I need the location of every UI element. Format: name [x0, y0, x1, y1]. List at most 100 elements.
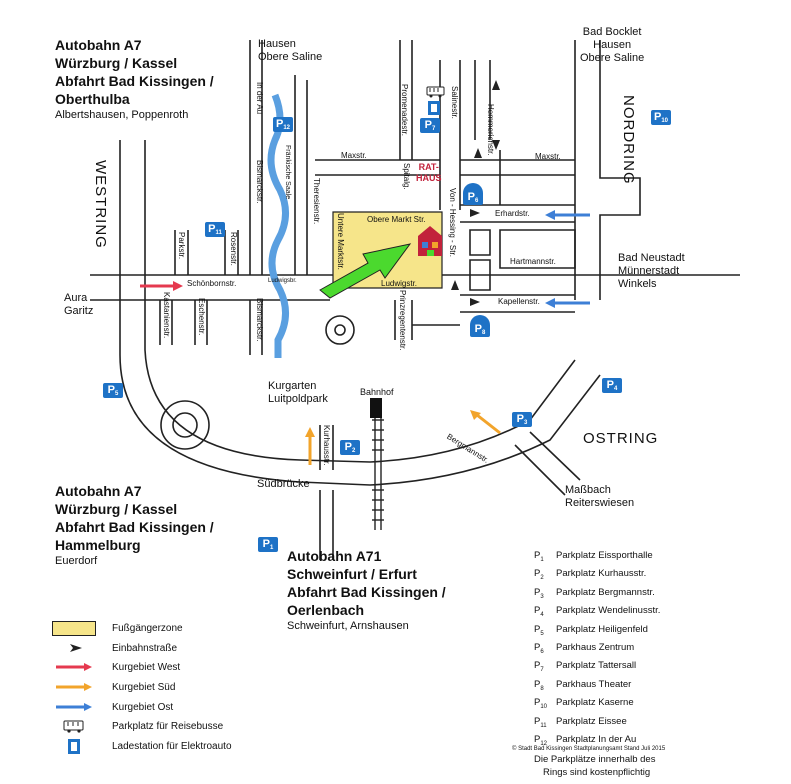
ring-east: OSTRING: [583, 430, 659, 447]
highway-line: Autobahn A71: [287, 548, 382, 564]
parking-letter: P: [424, 119, 432, 131]
parking-number: 6: [475, 198, 479, 204]
ring-west: WESTRING: [92, 160, 109, 249]
parking-list-name: Parkhaus Zentrum: [556, 641, 635, 653]
street-eschenstr: Eschenstr.: [197, 298, 206, 336]
street-saline: Salinestr.: [450, 86, 459, 119]
place-line: Obere Saline: [258, 51, 323, 63]
place-line: Obere Saline: [580, 52, 645, 64]
ev-charging-icon: [428, 101, 440, 115]
parking-list-name: Parkhaus Theater: [556, 678, 632, 690]
parking-letter: P: [344, 441, 352, 453]
credit: © Stadt Bad Kissingen Stadtplanungsamt S…: [512, 746, 666, 752]
street-kapellen: Kapellenstr.: [498, 297, 540, 306]
parking-p1-icon[interactable]: P1: [258, 537, 278, 552]
place-line: Kurgarten: [268, 380, 317, 392]
street-promenade: Promenadestr.: [400, 84, 409, 137]
highway-line: Würzburg / Kassel: [55, 501, 178, 517]
highway-line: Würzburg / Kassel: [55, 55, 178, 71]
bahnhof-building: [370, 398, 382, 418]
parking-list-code: 6: [540, 648, 544, 655]
parking-number: 10: [661, 118, 669, 124]
place-line: Bad Neustadt: [618, 252, 685, 264]
parking-list-name: Parkplatz In der Au: [556, 733, 637, 745]
parking-list-name: Parkplatz Eissee: [556, 715, 627, 727]
parking-p5-icon[interactable]: P5: [103, 383, 123, 398]
street-suedbruecke: Südbrücke: [257, 478, 310, 490]
highway-line: Autobahn A7: [55, 483, 142, 499]
parking-p2-icon[interactable]: P2: [340, 440, 360, 455]
destination-arrow: [319, 243, 412, 299]
kurgebiet-arrows: [140, 210, 590, 465]
legend-item: Kurgebiet Süd: [52, 678, 175, 696]
parking-p7-icon[interactable]: P7: [420, 118, 440, 133]
one-way-arrows: [451, 80, 500, 306]
parking-number: 7: [432, 126, 436, 132]
highway-line: Schweinfurt / Erfurt: [287, 566, 417, 582]
parking-number: 5: [115, 391, 119, 397]
street-bismarck-south: Bismarckstr.: [255, 298, 264, 342]
street-schoenborn: Schönbornstr.: [187, 279, 237, 288]
place-line: Münnerstadt: [618, 265, 680, 277]
parking-list-name: Parkplatz Kurhausstr.: [556, 568, 647, 580]
bus-icon: [426, 86, 445, 98]
parking-p12-icon[interactable]: P12: [273, 117, 293, 132]
legend-item: Parkplatz für Reisebusse: [52, 717, 223, 735]
place-line: Luitpoldpark: [268, 393, 328, 405]
street-erhardstr: Erhardstr.: [495, 209, 530, 218]
parking-number: 1: [270, 545, 274, 551]
place-hausen: Hausen Obere Saline: [258, 38, 322, 64]
highway-sub: Schweinfurt, Arnshausen: [287, 620, 409, 632]
parking-letter: P: [107, 384, 115, 396]
street-von-hessing: Von - Hessing - Str.: [448, 188, 457, 257]
rathaus-line: RAT-: [418, 162, 439, 172]
parking-p10-icon[interactable]: P10: [651, 110, 671, 125]
parking-letter: P: [467, 191, 475, 203]
parking-list-code: 4: [540, 612, 544, 619]
bahnhof-label: Bahnhof: [360, 387, 394, 397]
street-hemmerich: Hemmerichstr.: [486, 104, 495, 156]
parking-p6-icon[interactable]: P6: [463, 183, 483, 205]
highway-line: Oerlenbach: [287, 602, 365, 618]
place-line: Maßbach: [565, 484, 611, 496]
street-ludwigstr: Ludwigstr.: [381, 279, 418, 288]
parking-p11-icon[interactable]: P11: [205, 222, 225, 237]
blue-arrow-icon: [52, 700, 96, 714]
street-spitalg: Spitalg.: [402, 163, 411, 190]
parking-list-code: 10: [540, 704, 548, 711]
street-parkstr: Parkstr.: [177, 232, 186, 260]
parking-list-name: Parkplatz Heiligenfeld: [556, 623, 648, 635]
parking-p3-icon[interactable]: P3: [512, 412, 532, 427]
legend-item: Kurgebiet West: [52, 658, 180, 676]
highway-a7-north: Autobahn A7 Würzburg / Kassel Abfahrt Ba…: [55, 36, 214, 122]
parking-note-line: Rings sind kostenpflichtig: [543, 767, 651, 779]
parking-list-name: Parkplatz Kaserne: [556, 697, 634, 709]
street-hartmann: Hartmannstr.: [510, 257, 556, 266]
parking-list-code: 8: [540, 685, 544, 692]
legend-label: Kurgebiet Süd: [112, 681, 176, 693]
parking-list-code: 7: [540, 667, 544, 674]
legend-item: Einbahnstraße: [52, 639, 177, 657]
place-line: Garitz: [64, 305, 94, 317]
legend-label: Fußgängerzone: [112, 622, 183, 634]
place-bad-bocklet: Bad Bocklet Hausen Obere Saline: [580, 26, 644, 65]
highway-a7-south: Autobahn A7 Würzburg / Kassel Abfahrt Ba…: [55, 482, 214, 568]
pedestrian-zone-swatch: [52, 620, 96, 636]
place-line: Hausen: [258, 38, 296, 50]
parking-p4-icon[interactable]: P4: [602, 378, 622, 393]
street-untere-markt: Untere Marktstr.: [336, 213, 345, 270]
ev-charging-icon: [52, 738, 96, 754]
parking-list-code: 12: [540, 740, 548, 747]
parking-p8-icon[interactable]: P8: [470, 315, 490, 337]
highway-line: Abfahrt Bad Kissingen /: [55, 73, 214, 89]
street-rosenstr: Rosenstr.: [229, 232, 238, 266]
parking-note-line: Die Parkplätze innerhalb des: [534, 754, 656, 766]
street-kurhausstr: Kurhausstr.: [322, 425, 331, 466]
